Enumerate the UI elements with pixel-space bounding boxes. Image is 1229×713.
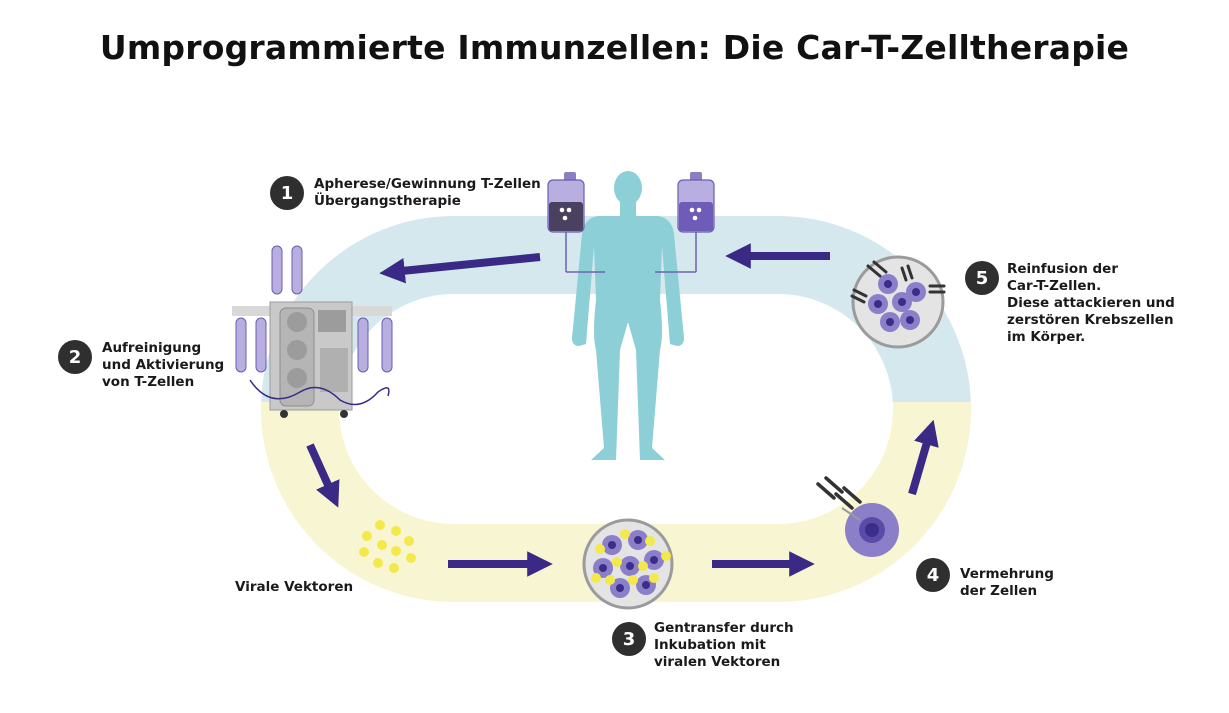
car-t-cell-icon [816,476,899,557]
step-2-badge: 2 [58,340,92,374]
step-4-badge: 4 [916,558,950,592]
step-1-badge: 1 [270,176,304,210]
step-2-label: Aufreinigung und Aktivierung von T-Zelle… [102,340,225,390]
step-3-label: Gentransfer durch Inkubation mit viralen… [654,620,794,670]
patient-body-icon [572,171,684,460]
step-1: 1 Apherese/Gewinnung T-Zellen Übergangst… [270,176,541,210]
reinfusion-dish-icon [850,255,946,349]
apheresis-machine-icon [232,245,393,418]
arrow-from-patient [379,253,541,284]
arrow-up-right [908,419,939,496]
flow-arrows [306,243,939,577]
step-5-label: Reinfusion der Car-T-Zellen. Diese attac… [1007,261,1175,345]
iv-bag-right-icon [655,172,715,273]
step-3-badge: 3 [612,622,646,656]
arrow-to-machine [306,443,340,508]
gentransfer-dish-icon [582,518,674,610]
iv-bag-left-icon [547,172,605,273]
step-4: 4 Vermehrung der Zellen [916,558,1054,600]
viral-vectors-label: Virale Vektoren [235,579,354,595]
step-1-label: Apherese/Gewinnung T-Zellen Übergangsthe… [314,176,541,209]
step-2: 2 Aufreinigung und Aktivierung von T-Zel… [58,340,224,391]
step-4-label: Vermehrung der Zellen [960,566,1054,599]
step-3: 3 Gentransfer durch Inkubation mit viral… [612,620,794,671]
viral-vectors-icon [359,520,416,573]
step-5-badge: 5 [965,261,999,295]
step-5: 5 Reinfusion der Car-T-Zellen. Diese att… [965,261,1175,346]
page-title: Umprogrammierte Immunzellen: Die Car-T-Z… [99,28,1130,67]
